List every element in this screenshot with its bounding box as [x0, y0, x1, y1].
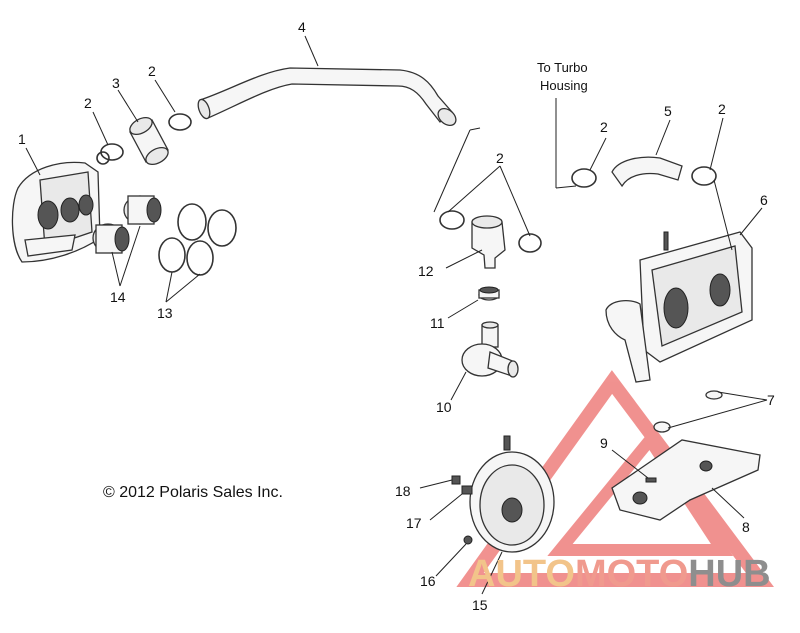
part-couplers	[92, 195, 162, 254]
watermark-moto: MOTO	[575, 553, 688, 595]
callout-15: 15	[472, 597, 488, 613]
callout-12: 12	[418, 263, 434, 279]
callout-7: 7	[767, 392, 775, 408]
callout-5: 5	[664, 103, 672, 119]
callout-14: 14	[110, 289, 126, 305]
callout-3: 3	[112, 75, 120, 91]
part-intake-box	[11, 151, 110, 263]
callout-16: 16	[420, 573, 436, 589]
annotation-to-turbo: To Turbo	[537, 60, 588, 75]
callout-9: 9	[600, 435, 608, 451]
part-elbow-fitting	[439, 210, 542, 269]
part-intercooler	[605, 231, 753, 383]
callout-2: 2	[600, 119, 608, 135]
callout-8: 8	[742, 519, 750, 535]
part-hardware	[451, 475, 473, 545]
leader-lines	[25, 35, 768, 595]
part-fan	[469, 435, 555, 553]
annotation-housing: Housing	[540, 78, 588, 93]
part-intake-tube	[197, 67, 457, 127]
watermark-hub: HUB	[688, 553, 770, 595]
callout-17: 17	[406, 515, 422, 531]
part-clamps-2-left	[100, 113, 192, 161]
copyright-text: © 2012 Polaris Sales Inc.	[103, 484, 283, 501]
callout-4: 4	[298, 19, 306, 35]
callout-2: 2	[718, 101, 726, 117]
part-grommet	[478, 286, 500, 301]
callout-10: 10	[436, 399, 452, 415]
callout-11: 11	[430, 315, 445, 331]
part-clamps-13	[158, 203, 237, 276]
callout-2: 2	[148, 63, 156, 79]
callout-13: 13	[157, 305, 173, 321]
callout-2: 2	[496, 150, 504, 166]
callout-6: 6	[760, 192, 768, 208]
watermark-auto: AUTO	[468, 553, 575, 595]
watermark-text: AUTOMOTOHUB	[468, 553, 771, 595]
part-sleeve	[129, 116, 169, 166]
part-hose	[571, 156, 717, 188]
callouts: 1 2 3 2 4 2 2 5 2 6 7 9 8 12 11 10 14 13…	[18, 19, 775, 613]
part-bracket	[611, 390, 761, 521]
callout-2: 2	[84, 95, 92, 111]
part-valve	[461, 321, 519, 378]
callout-18: 18	[395, 483, 411, 499]
callout-1: 1	[18, 131, 26, 147]
